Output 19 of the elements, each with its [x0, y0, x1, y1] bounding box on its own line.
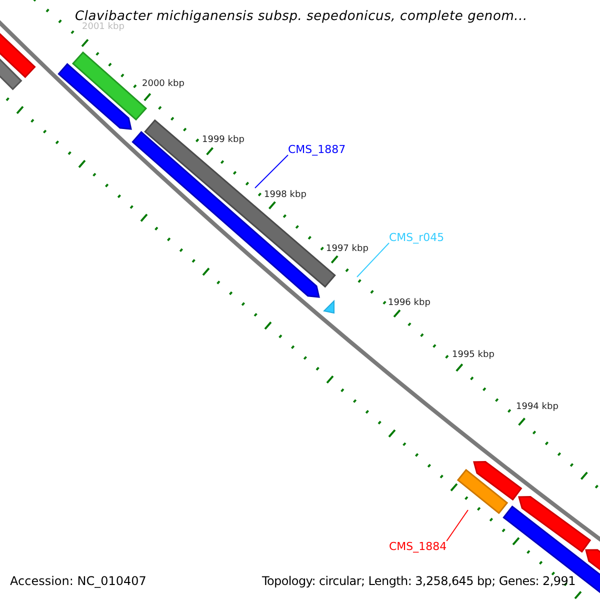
scale-label: 2000 kbp: [142, 80, 184, 89]
leader-line: [254, 154, 288, 188]
title: Clavibacter michiganensis subsp. sepedonicus, complete genom...: [75, 10, 528, 23]
scale-label: 1999 kbp: [202, 136, 244, 145]
info-text: Accession: NC_010407: [10, 575, 146, 587]
feature-triangle: [322, 300, 334, 314]
feature-label: CMS_1887: [288, 144, 346, 155]
feature-label: CMS_1884: [389, 541, 447, 552]
leader-line: [446, 510, 468, 542]
leader-line: [356, 242, 390, 278]
scale-label: 1996 kbp: [388, 299, 430, 308]
scale-label: 2001 kbp: [82, 23, 124, 32]
scale-label: 1997 kbp: [326, 245, 368, 254]
scale-label: 1995 kbp: [452, 351, 494, 360]
scale-label: 1994 kbp: [516, 403, 558, 412]
info-text: Topology: circular; Length: 3,258,645 bp; Genes: 2,991: [262, 575, 576, 587]
scale-label: 1998 kbp: [264, 191, 306, 200]
gene-arrow: [456, 468, 508, 514]
feature-label: CMS_r045: [389, 232, 444, 243]
